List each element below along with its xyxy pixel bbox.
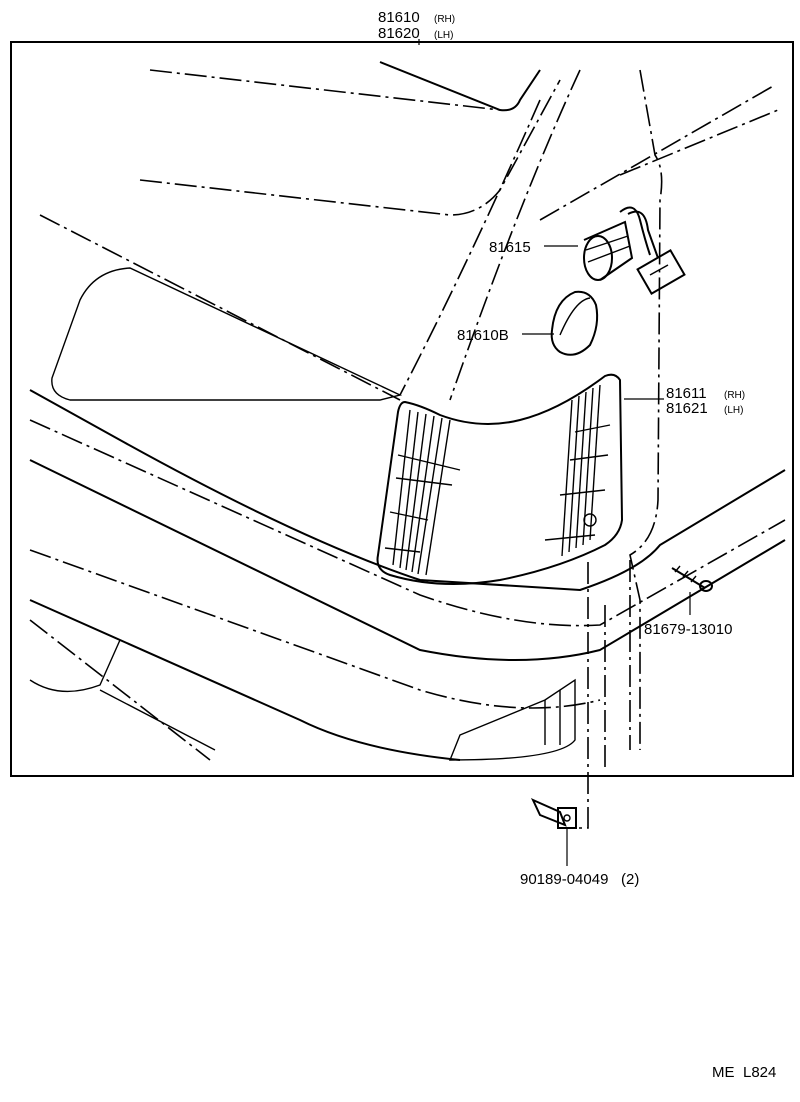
clip-drawing [530, 798, 577, 829]
turn-signal-lens [376, 373, 624, 585]
diagram-frame [10, 41, 794, 777]
bulb-part-number: 81610B [457, 327, 509, 344]
screw-drawing [671, 565, 713, 592]
assembly-tag-rh: (RH) [434, 14, 455, 25]
assembly-tag-lh: (LH) [434, 30, 453, 41]
assembly-part-lh: 81620 [378, 25, 420, 42]
clip-part-number: 90189-04049 [520, 871, 608, 888]
footer-code: ME [712, 1064, 735, 1081]
lens-tag-lh: (LH) [724, 405, 743, 416]
footer-ref: L824 [743, 1064, 776, 1081]
socket-drawing [583, 206, 686, 295]
bulb-drawing [550, 290, 599, 356]
lens-part-lh: 81621 [666, 400, 708, 417]
clip-quantity: (2) [621, 871, 639, 888]
clip-locator-line [578, 562, 589, 829]
socket-part-number: 81615 [489, 239, 531, 256]
lens-tag-rh: (RH) [724, 390, 745, 401]
headlamp-outline [51, 267, 403, 401]
lens-part-rh: 81611 [666, 385, 707, 402]
screw-part-number: 81679-13010 [644, 621, 732, 638]
assembly-part-rh: 81610 [378, 9, 420, 26]
